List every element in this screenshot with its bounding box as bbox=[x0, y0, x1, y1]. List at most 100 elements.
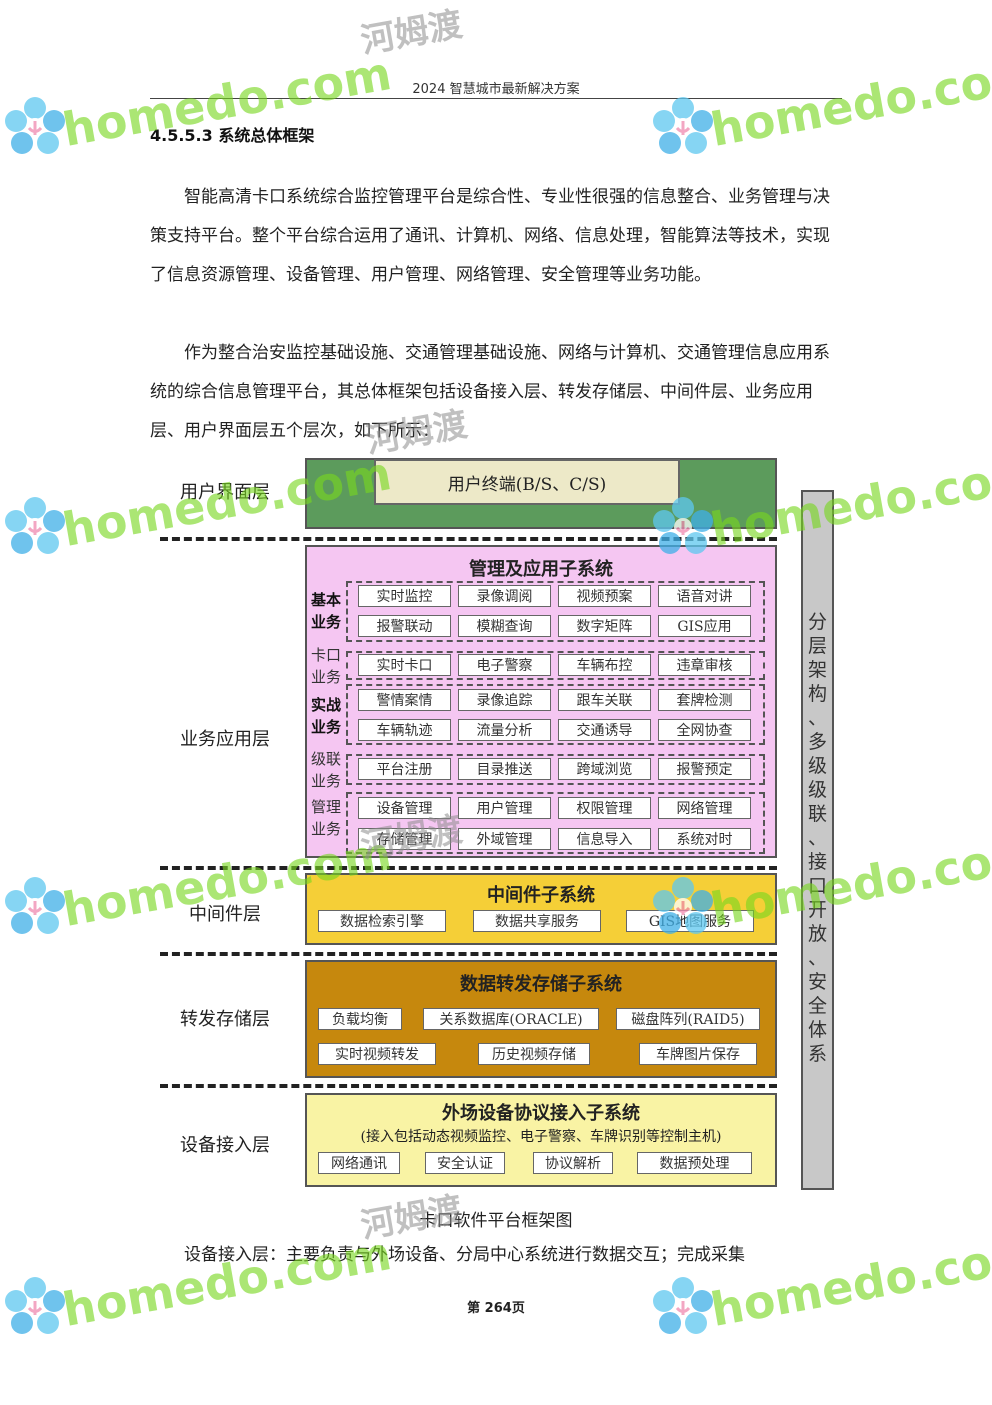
side-label-char: 、 bbox=[807, 707, 827, 729]
homedo-flower-icon bbox=[650, 95, 716, 165]
side-label-char: 开 bbox=[807, 899, 827, 921]
cell-item: 视频预案 bbox=[558, 585, 651, 607]
group-cascade bbox=[346, 754, 765, 785]
cell-item: 录像调阅 bbox=[458, 585, 551, 607]
paragraph-2: 作为整合治安监控基础设施、交通管理基础设施、网络与计算机、交通管理信息应用系统的… bbox=[150, 343, 830, 441]
group-label-combat: 实战业务 bbox=[310, 696, 341, 736]
side-label-char: 、 bbox=[807, 827, 827, 849]
layer-label-store: 转发存储层 bbox=[180, 1009, 270, 1030]
side-label-char: 架 bbox=[807, 659, 827, 681]
cell-item: 设备管理 bbox=[358, 797, 451, 819]
device-layer-subtitle: (接入包括动态视频监控、电子警察、车牌识别等控制主机) bbox=[360, 1129, 722, 1145]
group-basic bbox=[346, 581, 765, 642]
side-label-char: 口 bbox=[807, 875, 827, 897]
cell-item: 实时卡口 bbox=[358, 654, 451, 676]
cell-item: 跨域浏览 bbox=[558, 758, 651, 780]
architecture-side-label: 分层架构、多级级联、接口开放、安全体系 bbox=[801, 610, 834, 1066]
side-label-char: 接 bbox=[807, 851, 827, 873]
side-label-char: 级 bbox=[807, 755, 827, 777]
page-number: 第 264页 bbox=[467, 1301, 525, 1316]
middleware-layer-title: 中间件子系统 bbox=[487, 885, 595, 906]
cell-item: 实时监控 bbox=[358, 585, 451, 607]
cell-item: 套牌检测 bbox=[658, 689, 751, 711]
cell-item: 电子警察 bbox=[458, 654, 551, 676]
cell-item: 信息导入 bbox=[558, 828, 651, 850]
side-label-char: 全 bbox=[807, 995, 827, 1017]
cell-item: 车辆布控 bbox=[558, 654, 651, 676]
group-label-management: 管理业务 bbox=[310, 798, 341, 838]
side-label-char: 级 bbox=[807, 779, 827, 801]
storage-layer-title: 数据转发存储子系统 bbox=[460, 974, 622, 995]
homedo-flower-icon bbox=[2, 95, 68, 165]
cell-item: 负载均衡 bbox=[318, 1008, 402, 1030]
cell-item: 全网协查 bbox=[658, 719, 751, 741]
middleware-layer-band: 中间件子系统 bbox=[305, 873, 777, 945]
cell-item: 违章审核 bbox=[658, 654, 751, 676]
homedo-flower-icon bbox=[2, 875, 68, 945]
cell-item: GIS应用 bbox=[658, 615, 751, 637]
layer-label-mid: 中间件层 bbox=[189, 904, 261, 925]
cell-item: 协议解析 bbox=[533, 1152, 613, 1174]
layer-divider bbox=[160, 952, 777, 956]
cell-item: 录像追踪 bbox=[458, 689, 551, 711]
cell-item: 存储管理 bbox=[358, 828, 451, 850]
cell-item: 数据共享服务 bbox=[473, 910, 601, 932]
cell-item: 报警预定 bbox=[658, 758, 751, 780]
watermark-text-cn: 河姆渡 bbox=[357, 4, 466, 62]
paragraph-1: 智能高清卡口系统综合监控管理平台是综合性、专业性很强的信息整合、业务管理与决策支… bbox=[150, 187, 830, 285]
cell-item: 数据检索引擎 bbox=[318, 910, 446, 932]
page-header: 2024 智慧城市最新解决方案 bbox=[412, 82, 580, 97]
device-layer-title: 外场设备协议接入子系统 bbox=[442, 1103, 640, 1124]
cell-item: 平台注册 bbox=[358, 758, 451, 780]
side-label-char: 联 bbox=[807, 803, 827, 825]
cell-item: 交通诱导 bbox=[558, 719, 651, 741]
architecture-side-bar bbox=[801, 490, 834, 1190]
cell-item: 网络管理 bbox=[658, 797, 751, 819]
side-label-char: 系 bbox=[807, 1043, 827, 1065]
layer-divider bbox=[160, 1084, 777, 1088]
app-layer-title: 管理及应用子系统 bbox=[469, 559, 613, 580]
side-label-char: 层 bbox=[807, 635, 827, 657]
layer-label-dev: 设备接入层 bbox=[180, 1135, 270, 1156]
cell-item: 车牌图片保存 bbox=[639, 1043, 757, 1065]
cell-item: 网络通讯 bbox=[318, 1152, 400, 1174]
layer-label-app: 业务应用层 bbox=[180, 729, 270, 750]
cell-item: 数字矩阵 bbox=[558, 615, 651, 637]
cell-item: 语音对讲 bbox=[658, 585, 751, 607]
group-checkpoint bbox=[346, 651, 765, 680]
side-label-char: 构 bbox=[807, 683, 827, 705]
cell-item: 数据预处理 bbox=[637, 1152, 752, 1174]
cell-item: 实时视频转发 bbox=[318, 1043, 436, 1065]
side-label-char: 体 bbox=[807, 1019, 827, 1041]
layer-divider bbox=[160, 537, 777, 541]
cell-item: 模糊查询 bbox=[458, 615, 551, 637]
figure-caption: 卡口软件平台框架图 bbox=[419, 1211, 573, 1231]
ui-terminal-box: 用户终端(B/S、C/S) bbox=[374, 459, 680, 505]
header-rule bbox=[150, 98, 842, 99]
group-combat bbox=[346, 684, 765, 745]
cell-item: 系统对时 bbox=[658, 828, 751, 850]
layer-label-ui: 用户界面层 bbox=[180, 482, 270, 503]
paragraph-3: 设备接入层：主要负责与外场设备、分局中心系统进行数据交互；完成采集 bbox=[184, 1245, 745, 1265]
group-label-checkpoint: 卡口业务 bbox=[310, 646, 341, 686]
homedo-flower-icon bbox=[2, 1275, 68, 1345]
cell-item: GIS地图服务 bbox=[626, 910, 754, 932]
side-label-char: 安 bbox=[807, 971, 827, 993]
cell-item: 用户管理 bbox=[458, 797, 551, 819]
cell-item: 流量分析 bbox=[458, 719, 551, 741]
cell-item: 历史视频存储 bbox=[478, 1043, 590, 1065]
cell-item: 外域管理 bbox=[458, 828, 551, 850]
homedo-flower-icon bbox=[2, 495, 68, 565]
group-label-cascade: 级联业务 bbox=[310, 750, 341, 790]
group-label-basic: 基本业务 bbox=[310, 591, 341, 631]
cell-item: 跟车关联 bbox=[558, 689, 651, 711]
cell-item: 警情案情 bbox=[358, 689, 451, 711]
side-label-char: 、 bbox=[807, 947, 827, 969]
layer-divider bbox=[160, 866, 777, 870]
side-label-char: 放 bbox=[807, 923, 827, 945]
cell-item: 安全认证 bbox=[425, 1152, 505, 1174]
cell-item: 关系数据库(ORACLE) bbox=[423, 1008, 599, 1030]
watermark-text: homedo.com bbox=[706, 46, 992, 158]
side-label-char: 分 bbox=[807, 611, 827, 633]
section-heading: 4.5.5.3 系统总体框架 bbox=[150, 126, 315, 145]
